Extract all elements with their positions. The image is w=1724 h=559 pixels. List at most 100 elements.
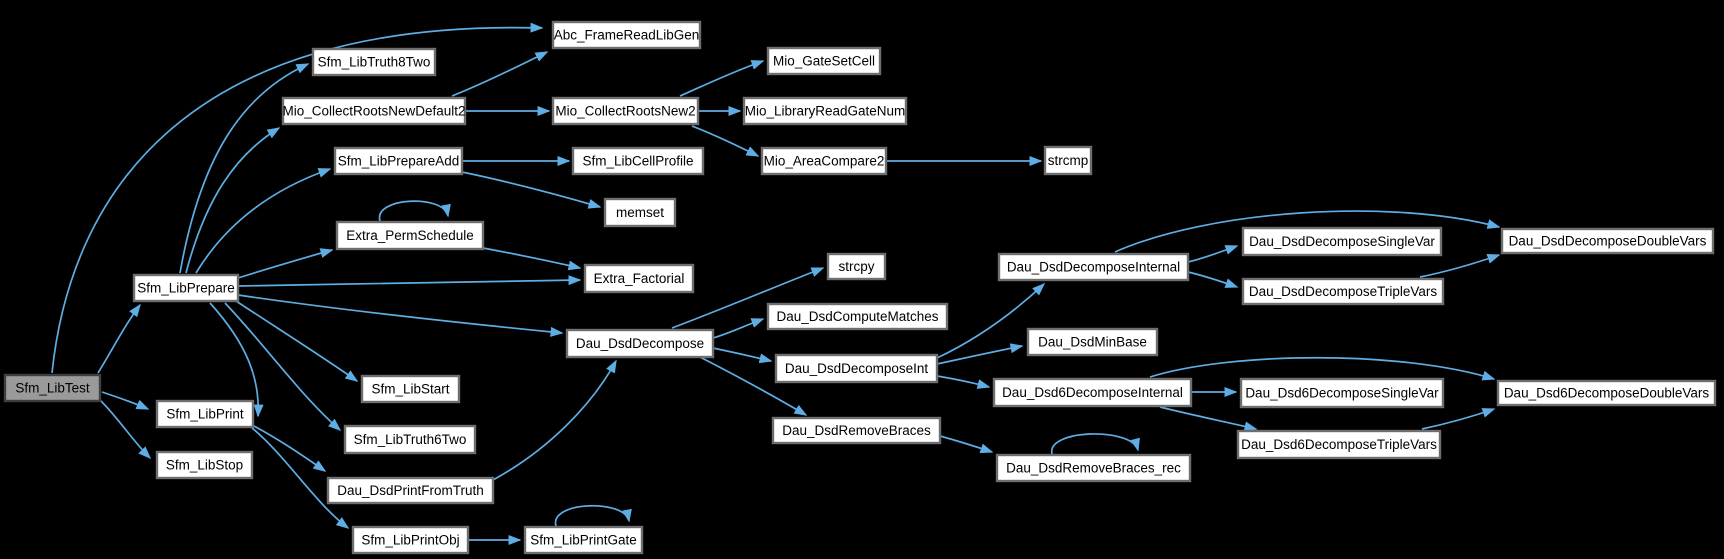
nodes-layer: Sfm_LibTestSfm_LibPrepareSfm_LibPrintSfm…: [3, 20, 1717, 555]
node-box-Mio_LibraryReadGateNum[interactable]: [742, 96, 908, 126]
node-Sfm_LibPrintObj[interactable]: Sfm_LibPrintObj: [351, 525, 470, 555]
node-box-Sfm_LibPrepareAdd[interactable]: [333, 146, 464, 176]
edge-rmbraces-to-rbrec: [939, 435, 994, 454]
node-Dau_DsdRemoveBraces[interactable]: Dau_DsdRemoveBraces: [771, 416, 942, 445]
node-label-Sfm_LibPrintObj: Sfm_LibPrintObj: [361, 533, 459, 548]
node-Dau_Dsd6DecomposeTripleVars[interactable]: Dau_Dsd6DecomposeTripleVars: [1236, 429, 1442, 460]
node-box-strcpy[interactable]: [826, 252, 887, 281]
node-Sfm_LibTruth6Two[interactable]: Sfm_LibTruth6Two: [343, 424, 477, 455]
edge-decompint-to-internal: [936, 282, 1046, 359]
node-box-Sfm_LibPrepare[interactable]: [132, 273, 240, 303]
node-box-Dau_DsdDecomposeInt[interactable]: [774, 353, 939, 384]
node-Sfm_LibStart[interactable]: Sfm_LibStart: [360, 374, 461, 404]
node-box-Dau_DsdDecomposeDoubleVars[interactable]: [1500, 227, 1715, 255]
node-Mio_CollectRootsNewDefault2[interactable]: Mio_CollectRootsNewDefault2: [281, 96, 467, 126]
node-Dau_DsdDecomposeInternal[interactable]: Dau_DsdDecomposeInternal: [997, 252, 1190, 282]
edge-prepare-to-t6: [224, 302, 342, 431]
edge-test-to-print: [101, 391, 150, 410]
node-Dau_DsdRemoveBraces_rec[interactable]: Dau_DsdRemoveBraces_rec: [995, 453, 1192, 483]
node-box-Sfm_LibStop[interactable]: [155, 450, 254, 480]
node-label-Dau_DsdDecomposeSingleVar: Dau_DsdDecomposeSingleVar: [1249, 234, 1435, 249]
node-box-strcmp[interactable]: [1043, 145, 1093, 176]
edge-printgate-to-printgate-self-loop: [555, 505, 632, 527]
node-Sfm_LibTest[interactable]: Sfm_LibTest: [3, 373, 102, 403]
node-Dau_DsdDecomposeInt[interactable]: Dau_DsdDecomposeInt: [774, 353, 939, 384]
node-box-Dau_Dsd6DecomposeInternal[interactable]: [992, 377, 1193, 408]
edge-perm-to-perm-self-loop: [379, 200, 451, 222]
edge-internal-to-double: [1114, 210, 1501, 253]
node-Dau_DsdPrintFromTruth[interactable]: Dau_DsdPrintFromTruth: [326, 476, 495, 505]
node-label-Dau_DsdDecomposeInternal: Dau_DsdDecomposeInternal: [1007, 260, 1180, 275]
node-label-Extra_Factorial: Extra_Factorial: [594, 271, 685, 286]
node-box-Sfm_LibPrintObj[interactable]: [351, 525, 470, 555]
node-box-Dau_DsdComputeMatches[interactable]: [766, 302, 949, 331]
node-label-Sfm_LibTruth6Two: Sfm_LibTruth6Two: [354, 432, 467, 447]
edge-test-to-stop: [99, 399, 152, 460]
node-Sfm_LibTruth8Two[interactable]: Sfm_LibTruth8Two: [311, 47, 437, 77]
node-box-Dau_DsdRemoveBraces[interactable]: [771, 416, 942, 445]
node-Sfm_LibPrint[interactable]: Sfm_LibPrint: [155, 399, 255, 429]
node-Dau_DsdMinBase[interactable]: Dau_DsdMinBase: [1026, 327, 1159, 357]
node-Dau_Dsd6DecomposeSingleVar[interactable]: Dau_Dsd6DecomposeSingleVar: [1239, 377, 1445, 409]
node-box-Sfm_LibCellProfile[interactable]: [571, 146, 705, 176]
node-Extra_Factorial[interactable]: Extra_Factorial: [583, 263, 695, 294]
node-box-Dau_DsdMinBase[interactable]: [1026, 327, 1159, 357]
node-Dau_DsdDecomposeSingleVar[interactable]: Dau_DsdDecomposeSingleVar: [1241, 226, 1443, 257]
node-Mio_CollectRootsNew2[interactable]: Mio_CollectRootsNew2: [551, 96, 700, 126]
node-Mio_AreaCompare2[interactable]: Mio_AreaCompare2: [760, 146, 888, 176]
node-box-Extra_Factorial[interactable]: [583, 263, 695, 294]
node-box-Dau_Dsd6DecomposeSingleVar[interactable]: [1239, 377, 1445, 409]
node-label-Mio_CollectRootsNew2: Mio_CollectRootsNew2: [555, 104, 695, 119]
node-Mio_GateSetCell[interactable]: Mio_GateSetCell: [766, 46, 882, 76]
node-Sfm_LibPrepareAdd[interactable]: Sfm_LibPrepareAdd: [333, 146, 464, 176]
node-strcmp[interactable]: strcmp: [1043, 145, 1093, 176]
node-Dau_DsdComputeMatches[interactable]: Dau_DsdComputeMatches: [766, 302, 949, 331]
node-Dau_DsdDecomposeTripleVars[interactable]: Dau_DsdDecomposeTripleVars: [1241, 277, 1445, 306]
node-box-Mio_GateSetCell[interactable]: [766, 46, 882, 76]
node-box-Sfm_LibTest[interactable]: [3, 373, 102, 403]
node-Dau_DsdDecomposeDoubleVars[interactable]: Dau_DsdDecomposeDoubleVars: [1500, 227, 1715, 255]
node-box-Mio_AreaCompare2[interactable]: [760, 146, 888, 176]
node-label-Sfm_LibTest: Sfm_LibTest: [15, 381, 90, 396]
node-memset[interactable]: memset: [603, 197, 677, 228]
node-box-Dau_DsdPrintFromTruth[interactable]: [326, 476, 495, 505]
node-label-Sfm_LibPrepare: Sfm_LibPrepare: [137, 281, 235, 296]
node-box-memset[interactable]: [603, 197, 677, 228]
edge-mcrnd2-to-abc: [451, 51, 549, 97]
node-Dau_Dsd6DecomposeDoubleVars[interactable]: Dau_Dsd6DecomposeDoubleVars: [1496, 379, 1717, 407]
node-box-Sfm_LibPrintGate[interactable]: [523, 525, 644, 555]
node-Sfm_LibCellProfile[interactable]: Sfm_LibCellProfile: [571, 146, 705, 176]
edge-perm-to-fact: [482, 247, 582, 271]
node-box-Dau_DsdDecomposeInternal[interactable]: [997, 252, 1190, 282]
node-Dau_Dsd6DecomposeInternal[interactable]: Dau_Dsd6DecomposeInternal: [992, 377, 1193, 408]
node-box-Dau_DsdDecompose[interactable]: [565, 328, 715, 359]
node-box-Sfm_LibStart[interactable]: [360, 374, 461, 404]
node-label-strcpy: strcpy: [838, 259, 874, 274]
node-Mio_LibraryReadGateNum[interactable]: Mio_LibraryReadGateNum: [742, 96, 908, 126]
node-box-Dau_DsdDecomposeSingleVar[interactable]: [1241, 226, 1443, 257]
edge-prepare-to-fact: [237, 275, 582, 287]
node-box-Mio_CollectRootsNewDefault2[interactable]: [281, 96, 467, 126]
node-box-Dau_DsdRemoveBraces_rec[interactable]: [995, 453, 1192, 483]
node-label-Dau_Dsd6DecomposeSingleVar: Dau_Dsd6DecomposeSingleVar: [1245, 386, 1439, 401]
node-box-Dau_Dsd6DecomposeDoubleVars[interactable]: [1496, 379, 1717, 407]
node-box-Sfm_LibPrint[interactable]: [155, 399, 255, 429]
node-box-Sfm_LibTruth6Two[interactable]: [343, 424, 477, 455]
node-Sfm_LibStop[interactable]: Sfm_LibStop: [155, 450, 254, 480]
node-Abc_FrameReadLibGen[interactable]: Abc_FrameReadLibGen: [551, 20, 702, 50]
node-label-Sfm_LibPrepareAdd: Sfm_LibPrepareAdd: [338, 154, 460, 169]
node-box-Dau_Dsd6DecomposeTripleVars[interactable]: [1236, 429, 1442, 460]
node-label-Mio_CollectRootsNewDefault2: Mio_CollectRootsNewDefault2: [282, 104, 465, 119]
node-Extra_PermSchedule[interactable]: Extra_PermSchedule: [335, 220, 485, 251]
node-strcpy[interactable]: strcpy: [826, 252, 887, 281]
node-Sfm_LibPrepare[interactable]: Sfm_LibPrepare: [132, 273, 240, 303]
node-box-Dau_DsdDecomposeTripleVars[interactable]: [1241, 277, 1445, 306]
node-Sfm_LibPrintGate[interactable]: Sfm_LibPrintGate: [523, 525, 644, 555]
node-Dau_DsdDecompose[interactable]: Dau_DsdDecompose: [565, 328, 715, 359]
node-box-Mio_CollectRootsNew2[interactable]: [551, 96, 700, 126]
node-box-Abc_FrameReadLibGen[interactable]: [551, 20, 702, 50]
node-box-Sfm_LibTruth8Two[interactable]: [311, 47, 437, 77]
node-box-Extra_PermSchedule[interactable]: [335, 220, 485, 251]
node-label-Dau_DsdPrintFromTruth: Dau_DsdPrintFromTruth: [337, 483, 484, 498]
edge-prepare-to-prepadd: [195, 168, 332, 274]
